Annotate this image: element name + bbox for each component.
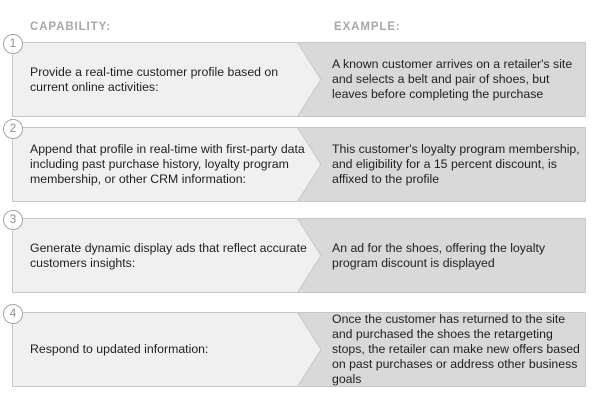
example-text: An ad for the shoes, offering the loyalt…: [332, 240, 546, 270]
example-text: Once the customer has returned to the si…: [332, 312, 580, 386]
capability-row-1: A known customer arrives on a retailer's…: [0, 34, 600, 117]
example-box: A known customer arrives on a retailer's…: [296, 42, 586, 117]
step-number-badge: 1: [3, 34, 23, 54]
example-box: Once the customer has returned to the si…: [296, 312, 586, 387]
capability-arrow-shape: [12, 218, 322, 293]
capability-text: Respond to updated information:: [30, 342, 209, 356]
capability-box: Respond to updated information:: [12, 312, 322, 387]
example-header: EXAMPLE:: [334, 21, 401, 33]
example-box: This customer's loyalty program membersh…: [296, 127, 586, 202]
capability-box: Provide a real-time customer profile bas…: [12, 42, 322, 117]
capability-row-2: This customer's loyalty program membersh…: [0, 119, 600, 202]
capability-text: Provide a real-time customer profile bas…: [30, 64, 279, 94]
step-number-badge: 4: [3, 304, 23, 324]
example-box: An ad for the shoes, offering the loyalt…: [296, 218, 586, 293]
capability-row-4: Once the customer has returned to the si…: [0, 304, 600, 387]
capability-text: Generate dynamic display ads that reflec…: [30, 240, 307, 270]
example-text: A known customer arrives on a retailer's…: [332, 57, 573, 101]
capability-box: Generate dynamic display ads that reflec…: [12, 218, 322, 293]
example-text: This customer's loyalty program membersh…: [332, 142, 580, 186]
capability-box: Append that profile in real-time with fi…: [12, 127, 322, 202]
capability-row-3: An ad for the shoes, offering the loyalt…: [0, 210, 600, 293]
capability-arrow-shape: [12, 127, 322, 202]
capability-arrow-shape: [12, 42, 322, 117]
capability-text: Append that profile in real-time with fi…: [30, 142, 305, 186]
capability-header: CAPABILITY:: [30, 21, 112, 33]
step-number-badge: 3: [3, 210, 23, 230]
capability-arrow-shape: [12, 312, 322, 387]
step-number-badge: 2: [3, 119, 23, 139]
